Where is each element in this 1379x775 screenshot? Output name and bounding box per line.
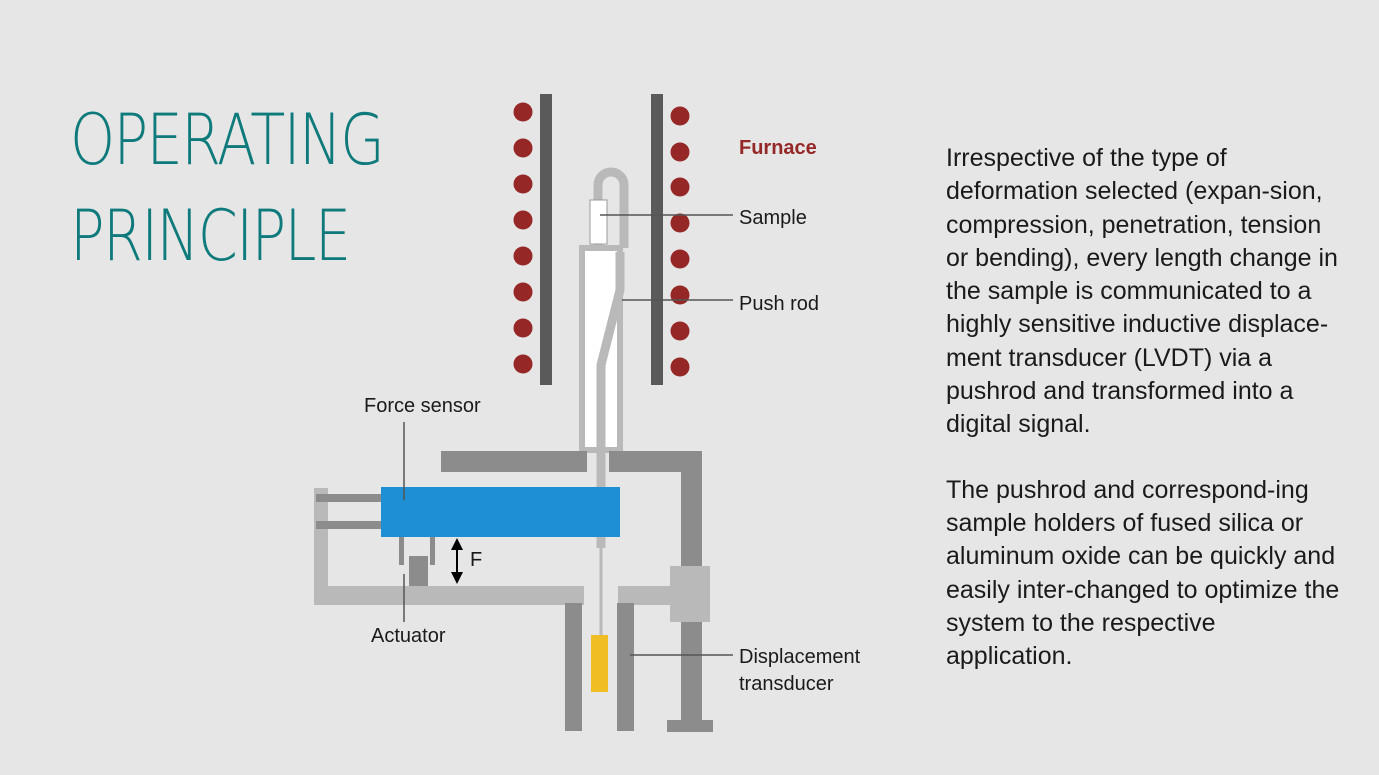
force-sensor-rod-bottom [316,521,392,529]
furnace-label: Furnace [739,137,817,159]
housing-right-foot [667,720,713,732]
leader-lines [403,214,733,656]
actuator-label: Actuator [371,625,446,647]
sample [589,199,608,245]
description: Irrespective of the type of deformation … [946,142,1346,705]
heating-coil [670,177,690,197]
heating-coil [670,249,690,269]
heating-coil [670,213,690,233]
displacement-transducer-label-1: Displacement [739,646,861,668]
heating-coil [513,354,533,374]
force-sensor-label: Force sensor [364,395,481,417]
transducer-wall-left [565,603,582,731]
frame-left-column [314,488,328,605]
heating-coil [670,142,690,162]
heating-coil [513,318,533,338]
sample-label: Sample [739,207,807,229]
housing-top-plate-right [609,451,693,472]
description-paragraph-1: Irrespective of the type of deformation … [946,144,1338,439]
displacement-transducer-label-2: transducer [739,673,834,695]
title-line-2: PRINCIPLE [70,195,351,277]
frame-bottom-bar [314,586,584,605]
heating-coil [513,102,533,122]
sample-holder-loop [593,167,629,248]
frame-right-stub [618,586,672,605]
housing-right-clamp [670,566,710,622]
force-sensor [381,487,620,537]
description-paragraph-2: The pushrod and correspond-ing sample ho… [946,475,1340,671]
heating-coil [670,106,690,126]
housing-top-plate-left [441,451,587,472]
actuator-pin-right [430,537,435,565]
operating-principle-diagram: F Furnace Sample Push rod Force sensor A… [314,94,861,732]
actuator-block [409,556,428,586]
push-rod-label: Push rod [739,293,819,315]
furnace-wall-right [651,94,663,385]
furnace-wall-left [540,94,552,385]
title-line-1: OPERATING [70,99,385,181]
heating-coil [513,174,533,194]
heating-coil [670,357,690,377]
heating-coil [513,210,533,230]
heating-coil [513,138,533,158]
heating-coil [670,285,690,305]
actuator-pin-left [399,537,404,565]
force-arrow [451,538,463,584]
heating-coil [513,282,533,302]
push-rod [596,252,625,548]
transducer-wall-right [617,603,634,731]
page-title: OPERATING PRINCIPLE [70,92,385,284]
force-sensor-rod-top [316,494,392,502]
heating-coil [513,246,533,266]
displacement-transducer-core [591,635,608,692]
force-label: F [470,549,482,571]
heating-coil [670,321,690,341]
